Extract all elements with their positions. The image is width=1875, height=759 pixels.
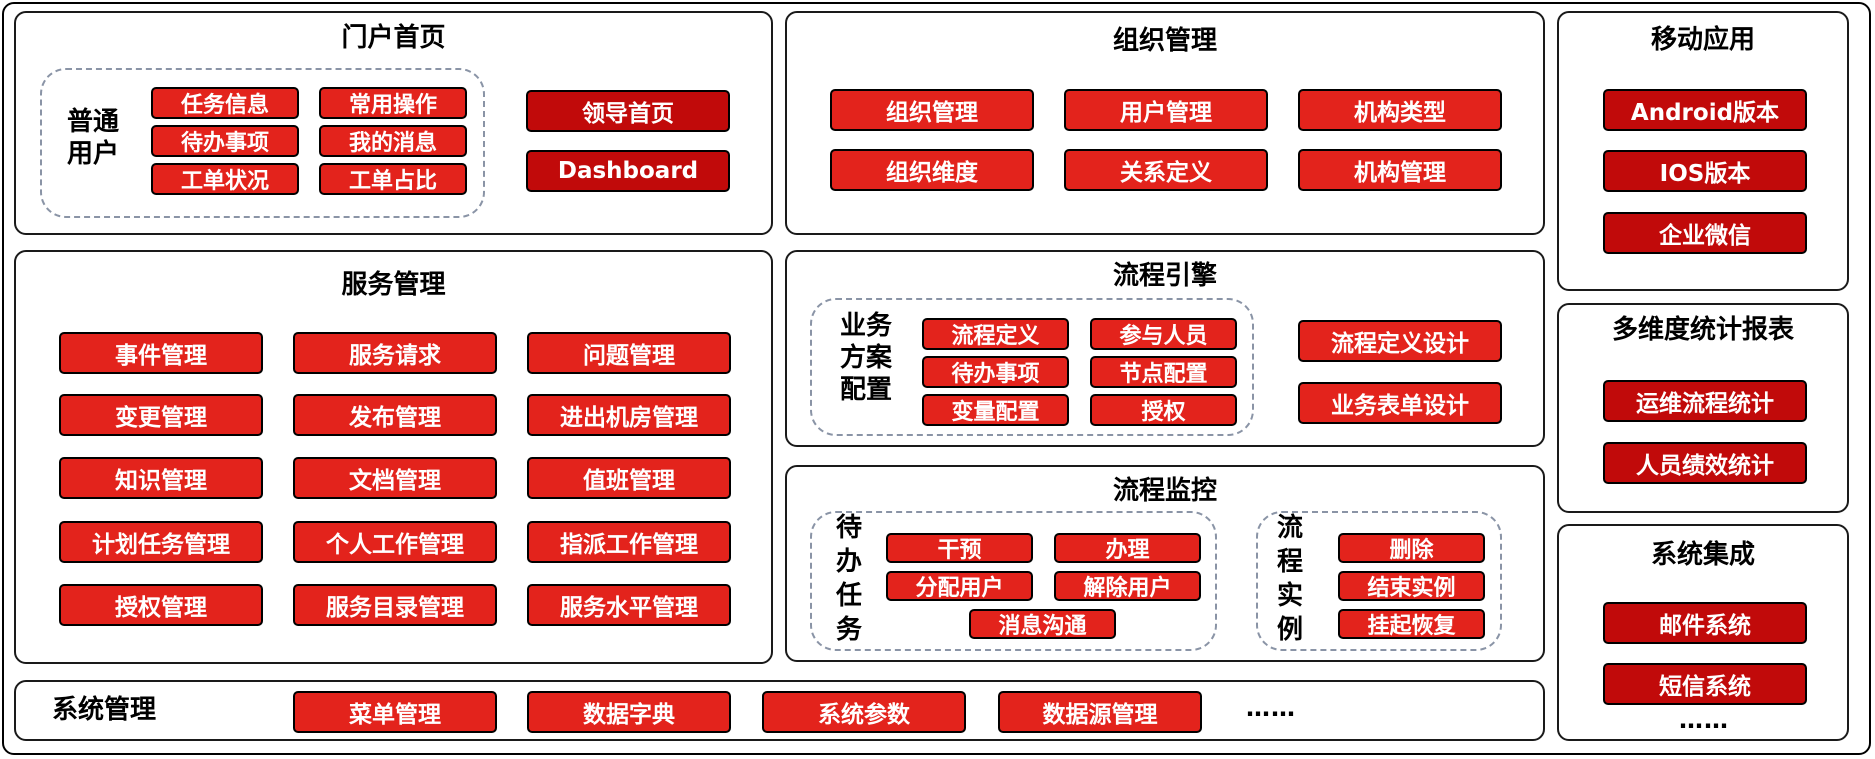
engine-item-authorization[interactable]: 授权 (1090, 394, 1237, 426)
engine-title: 流程引擎 (1112, 261, 1217, 291)
todo-item-assign-user[interactable]: 分配用户 (886, 571, 1033, 601)
mobile-panel: 移动应用 Android版本 IOS版本 企业微信 (1557, 11, 1849, 291)
engine-item-todo[interactable]: 待办事项 (922, 356, 1069, 388)
system-params-button[interactable]: 系统参数 (762, 691, 966, 733)
todo-item-handle[interactable]: 办理 (1054, 533, 1201, 563)
org-panel: 组织管理 组织管理 用户管理 机构类型 组织维度 关系定义 机构管理 (785, 11, 1545, 235)
system-more: …… (1246, 694, 1296, 722)
process-instance-group (1256, 511, 1502, 651)
portal-title: 门户首页 (341, 23, 446, 53)
sms-system-button[interactable]: 短信系统 (1603, 663, 1807, 705)
org-item-org-mgmt[interactable]: 组织管理 (830, 89, 1034, 131)
portal-item-ticket-ratio[interactable]: 工单占比 (319, 163, 467, 195)
engine-panel: 流程引擎 业务 方案 配置 流程定义 参与人员 待办事项 节点配置 变量配置 授… (785, 250, 1545, 447)
portal-item-task-info[interactable]: 任务信息 (151, 87, 299, 119)
todo-item-message[interactable]: 消息沟通 (969, 609, 1116, 639)
service-item-datacenter-access[interactable]: 进出机房管理 (527, 394, 731, 436)
portal-group-label: 普通 用户 (66, 107, 119, 169)
integration-more: …… (1679, 706, 1729, 734)
todo-task-group (810, 511, 1217, 651)
engine-item-participants[interactable]: 参与人员 (1090, 318, 1237, 350)
leader-home-button[interactable]: 领导首页 (526, 90, 730, 132)
data-dictionary-button[interactable]: 数据字典 (527, 691, 731, 733)
instance-item-suspend-resume[interactable]: 挂起恢复 (1338, 609, 1485, 639)
service-panel: 服务管理 事件管理 服务请求 问题管理 变更管理 发布管理 进出机房管理 知识管… (14, 250, 773, 664)
form-design-button[interactable]: 业务表单设计 (1298, 382, 1502, 424)
org-item-institution-mgmt[interactable]: 机构管理 (1298, 149, 1502, 191)
stats-panel: 多维度统计报表 运维流程统计 人员绩效统计 (1557, 303, 1849, 513)
portal-item-common-ops[interactable]: 常用操作 (319, 87, 467, 119)
todo-task-label: 待 办 任 务 (835, 513, 862, 645)
engine-group-label: 业务 方案 配置 (839, 311, 892, 405)
org-item-user-mgmt[interactable]: 用户管理 (1064, 89, 1268, 131)
service-item-personal-work[interactable]: 个人工作管理 (293, 521, 497, 563)
datasource-mgmt-button[interactable]: 数据源管理 (998, 691, 1202, 733)
org-item-org-dimension[interactable]: 组织维度 (830, 149, 1034, 191)
wecom-button[interactable]: 企业微信 (1603, 212, 1807, 254)
process-instance-label: 流 程 实 例 (1276, 513, 1303, 645)
stats-title: 多维度统计报表 (1611, 315, 1794, 345)
dashboard-button[interactable]: Dashboard (526, 150, 730, 192)
service-item-sla[interactable]: 服务水平管理 (527, 584, 731, 626)
menu-mgmt-button[interactable]: 菜单管理 (293, 691, 497, 733)
portal-user-group (40, 68, 485, 218)
mobile-title: 移动应用 (1650, 25, 1755, 55)
org-item-org-type[interactable]: 机构类型 (1298, 89, 1502, 131)
portal-panel: 门户首页 普通 用户 任务信息 常用操作 待办事项 我的消息 工单状况 工单占比… (14, 11, 773, 235)
integration-title: 系统集成 (1650, 540, 1755, 570)
service-title: 服务管理 (341, 270, 446, 300)
org-item-relation-def[interactable]: 关系定义 (1064, 149, 1268, 191)
portal-item-my-messages[interactable]: 我的消息 (319, 125, 467, 157)
instance-item-delete[interactable]: 删除 (1338, 533, 1485, 563)
service-item-change[interactable]: 变更管理 (59, 394, 263, 436)
ios-version-button[interactable]: IOS版本 (1603, 150, 1807, 192)
service-item-knowledge[interactable]: 知识管理 (59, 457, 263, 499)
monitor-panel: 流程监控 待 办 任 务 干预 办理 分配用户 解除用户 消息沟通 流 程 实 … (785, 465, 1545, 662)
service-item-document[interactable]: 文档管理 (293, 457, 497, 499)
service-item-assigned-work[interactable]: 指派工作管理 (527, 521, 731, 563)
service-item-release[interactable]: 发布管理 (293, 394, 497, 436)
system-panel: 系统管理 菜单管理 数据字典 系统参数 数据源管理 …… (14, 680, 1545, 741)
monitor-title: 流程监控 (1112, 476, 1217, 506)
service-item-incident[interactable]: 事件管理 (59, 332, 263, 374)
android-version-button[interactable]: Android版本 (1603, 89, 1807, 131)
email-system-button[interactable]: 邮件系统 (1603, 602, 1807, 644)
integration-panel: 系统集成 邮件系统 短信系统 …… (1557, 524, 1849, 741)
service-item-request[interactable]: 服务请求 (293, 332, 497, 374)
engine-item-process-def[interactable]: 流程定义 (922, 318, 1069, 350)
todo-item-intervene[interactable]: 干预 (886, 533, 1033, 563)
todo-item-unassign-user[interactable]: 解除用户 (1054, 571, 1201, 601)
system-title: 系统管理 (52, 695, 157, 725)
service-item-catalog[interactable]: 服务目录管理 (293, 584, 497, 626)
staff-performance-stats-button[interactable]: 人员绩效统计 (1603, 442, 1807, 484)
portal-item-ticket-status[interactable]: 工单状况 (151, 163, 299, 195)
org-title: 组织管理 (1112, 26, 1217, 56)
portal-item-todo[interactable]: 待办事项 (151, 125, 299, 157)
instance-item-end[interactable]: 结束实例 (1338, 571, 1485, 601)
service-item-scheduled-task[interactable]: 计划任务管理 (59, 521, 263, 563)
engine-item-variable-config[interactable]: 变量配置 (922, 394, 1069, 426)
service-item-on-duty[interactable]: 值班管理 (527, 457, 731, 499)
service-item-authorization[interactable]: 授权管理 (59, 584, 263, 626)
engine-config-group (810, 298, 1254, 436)
service-item-problem[interactable]: 问题管理 (527, 332, 731, 374)
process-design-button[interactable]: 流程定义设计 (1298, 320, 1502, 362)
engine-item-node-config[interactable]: 节点配置 (1090, 356, 1237, 388)
ops-process-stats-button[interactable]: 运维流程统计 (1603, 380, 1807, 422)
